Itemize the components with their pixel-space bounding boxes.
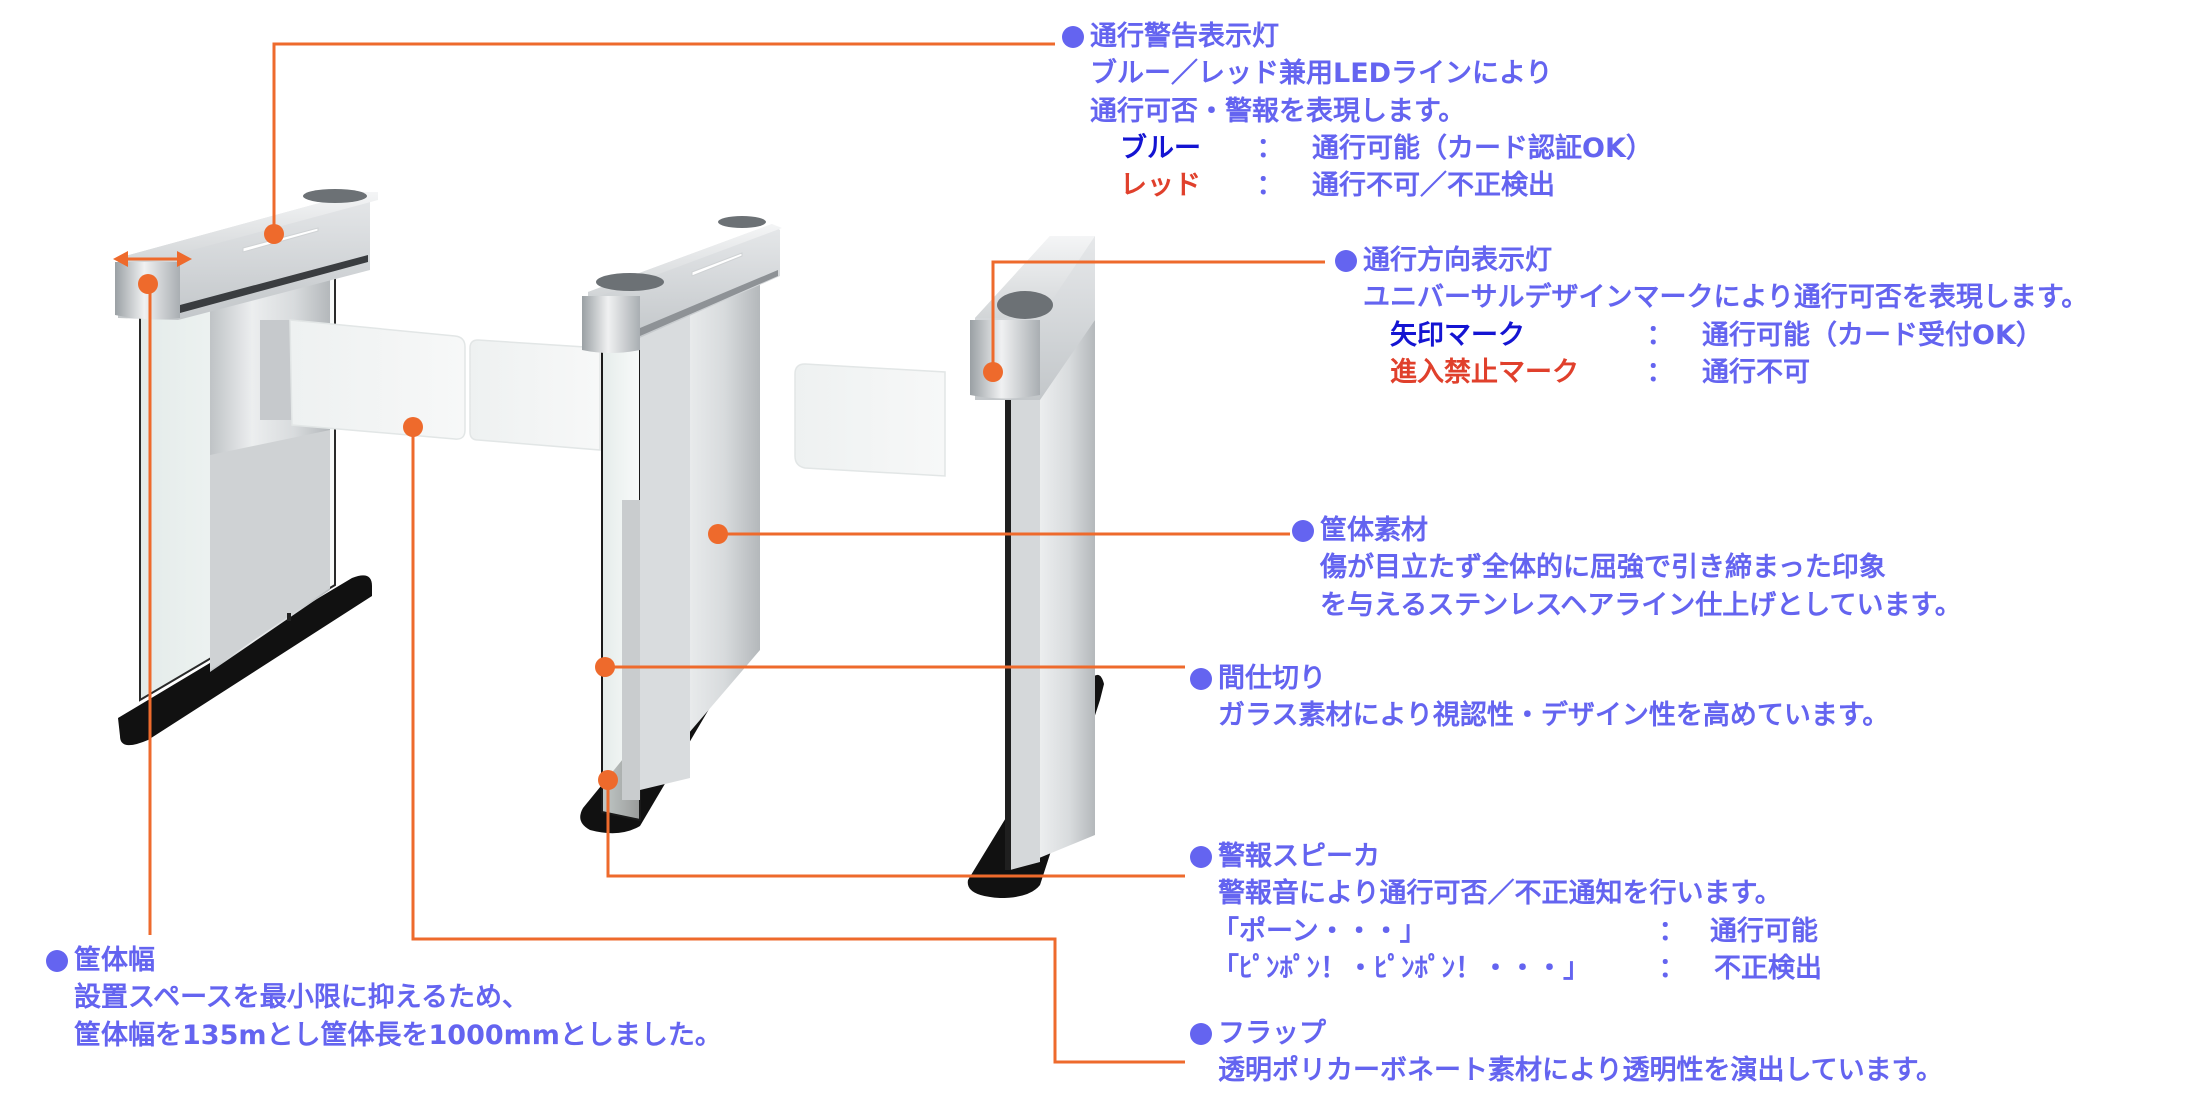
callout-title: 間仕切り — [1190, 660, 1889, 697]
legend-value: 通行可能（カード受付OK） — [1702, 319, 2043, 351]
bullet-icon — [1062, 25, 1084, 48]
legend-row: レッド ： 通行不可／不正検出 — [1062, 167, 1653, 204]
legend-value: 不正検出 — [1714, 952, 1822, 984]
bullet-icon — [1292, 519, 1314, 542]
sound-pattern: 「ポーン・・・」 — [1212, 915, 1427, 947]
leader-lines — [120, 42, 1325, 1064]
callout-desc: 設置スペースを最小限に抑えるため、 — [74, 982, 529, 1014]
callout-title: フラップ — [1190, 1015, 1943, 1052]
callout-desc: ガラス素材により視認性・デザイン性を高めています。 — [1218, 700, 1890, 732]
callout-housing-width: 筐体幅 設置スペースを最小限に抑えるため、 筐体幅を135mとし筐体長を1000… — [46, 942, 722, 1054]
callout-partition: 間仕切り ガラス素材により視認性・デザイン性を高めています。 — [1190, 660, 1889, 735]
legend-value: 通行可能（カード認証OK） — [1312, 132, 1653, 164]
bullet-icon — [1335, 249, 1357, 272]
legend-key-blue: ブルー — [1120, 132, 1201, 164]
sound-pattern: 「ﾋﾟﾝﾎﾟﾝ！・ﾋﾟﾝﾎﾟﾝ！・・・」 — [1212, 952, 1590, 984]
legend-key-red: レッド — [1120, 170, 1201, 201]
legend-key-blue: 矢印マーク — [1390, 319, 1525, 351]
legend-key-red: 進入禁止マーク — [1390, 356, 1579, 388]
legend-row: 「ポーン・・・」 ： 通行可能 — [1190, 913, 1822, 950]
bullet-icon — [1190, 1022, 1212, 1045]
gate-middle — [469, 216, 946, 834]
callout-title: 筐体幅 — [46, 942, 722, 979]
leader-markers — [113, 224, 1003, 790]
legend-row: 矢印マーク ： 通行可能（カード受付OK） — [1335, 317, 2088, 354]
callout-direction-light: 通行方向表示灯 ユニバーサルデザインマークにより通行可否を表現します。 矢印マー… — [1335, 242, 2088, 391]
callout-housing-material: 筐体素材 傷が目立たず全体的に屈強で引き締まった印象 を与えるステンレスヘアライ… — [1292, 512, 1962, 624]
callout-desc: 筐体幅を135mとし筐体長を1000mmとしました。 — [74, 1019, 722, 1051]
callout-title: 通行方向表示灯 — [1335, 242, 2088, 279]
bullet-icon — [1190, 845, 1212, 868]
legend-value: 通行不可 — [1702, 356, 1810, 388]
legend-row: 進入禁止マーク ： 通行不可 — [1335, 354, 2088, 391]
callout-speaker: 警報スピーカ 警報音により通行可否／不正通知を行います。 「ポーン・・・」 ： … — [1190, 838, 1822, 987]
callout-desc: ユニバーサルデザインマークにより通行可否を表現します。 — [1363, 282, 2089, 314]
gate-right — [967, 236, 1104, 898]
callout-title: 通行警告表示灯 — [1062, 18, 1653, 55]
callout-desc: 透明ポリカーボネート素材により透明性を演出しています。 — [1218, 1055, 1943, 1087]
callout-title: 筐体素材 — [1292, 512, 1962, 549]
callout-desc: 警報音により通行可否／不正通知を行います。 — [1218, 878, 1782, 910]
callout-flap: フラップ 透明ポリカーボネート素材により透明性を演出しています。 — [1190, 1015, 1943, 1090]
callout-desc: 傷が目立たず全体的に屈強で引き締まった印象 — [1320, 552, 1886, 584]
callout-title: 警報スピーカ — [1190, 838, 1822, 875]
legend-value: 通行可能 — [1710, 915, 1818, 947]
gate-left — [115, 189, 466, 746]
legend-row: ブルー ： 通行可能（カード認証OK） — [1062, 130, 1653, 167]
legend-row: 「ﾋﾟﾝﾎﾟﾝ！・ﾋﾟﾝﾎﾟﾝ！・・・」 ： 不正検出 — [1190, 950, 1822, 987]
bullet-icon — [1190, 667, 1212, 690]
callout-desc: を与えるステンレスヘアライン仕上げとしています。 — [1320, 589, 1962, 621]
callout-warning-light: 通行警告表示灯 ブルー／レッド兼用LEDラインにより 通行可否・警報を表現します… — [1062, 18, 1653, 204]
callout-desc: ブルー／レッド兼用LEDラインにより — [1090, 58, 1553, 90]
legend-value: 通行不可／不正検出 — [1312, 170, 1555, 201]
bullet-icon — [46, 949, 68, 972]
callout-desc: 通行可否・警報を表現します。 — [1090, 95, 1466, 127]
